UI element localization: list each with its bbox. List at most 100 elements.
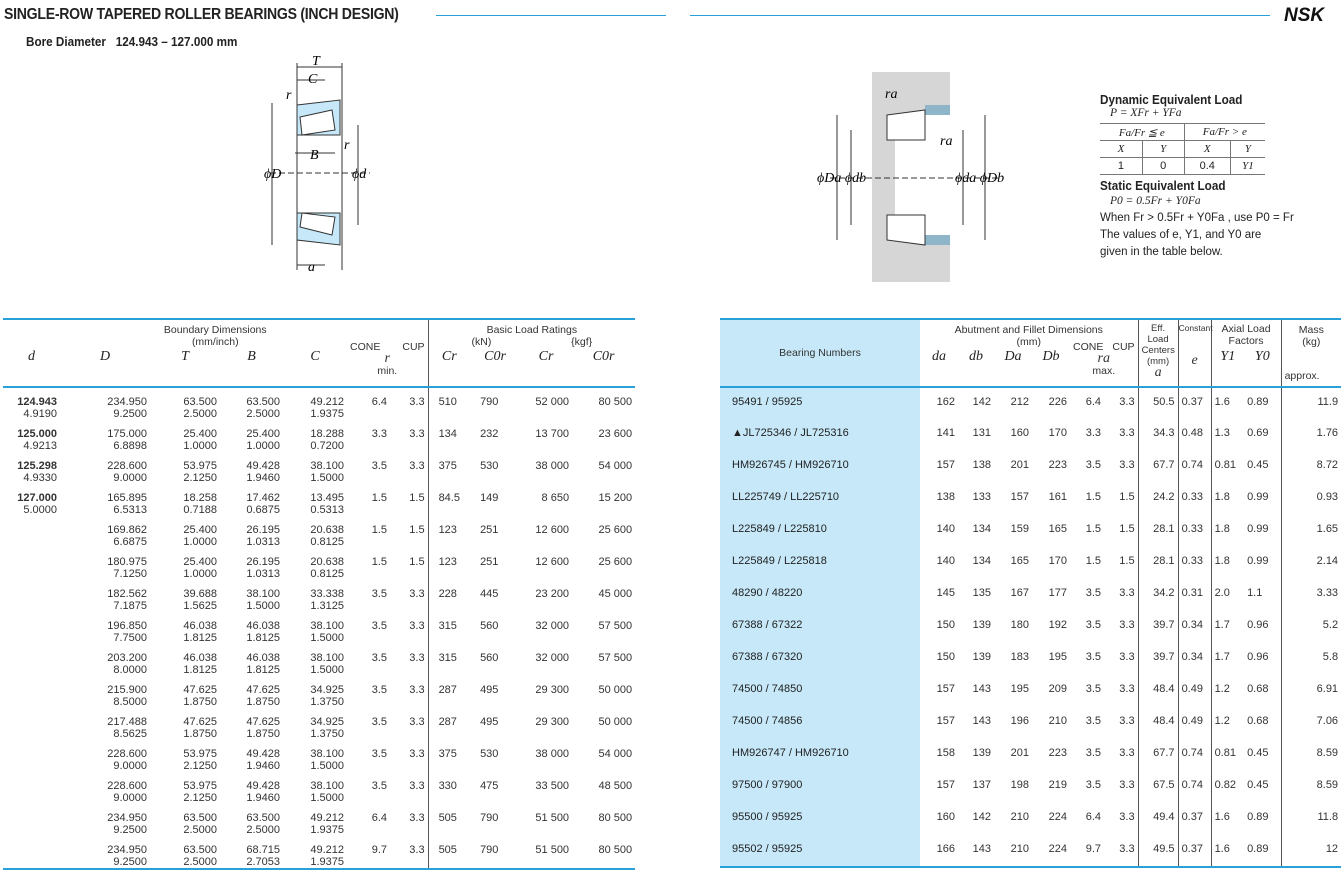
cr-kn: 330 bbox=[438, 780, 457, 792]
mounting-diagram: ra ra ϕDa ϕdb ϕda ϕDb bbox=[817, 72, 1004, 282]
col-D: D bbox=[60, 349, 150, 388]
col-Y0: Y0 bbox=[1244, 349, 1282, 388]
r-cone: 1.5 bbox=[371, 524, 387, 536]
T-mm: 46.038 bbox=[183, 620, 217, 632]
cr-kn: 84.5 bbox=[438, 492, 460, 504]
da: 140 bbox=[936, 523, 955, 535]
C-inch: 1.5000 bbox=[310, 792, 344, 804]
B-mm: 38.100 bbox=[246, 588, 280, 600]
a: 28.1 bbox=[1137, 515, 1179, 547]
col-da: da bbox=[920, 349, 958, 388]
mass: 6.91 bbox=[1316, 683, 1339, 695]
r-cup: 3.3 bbox=[390, 387, 429, 420]
col-a: a bbox=[1154, 365, 1162, 380]
db: 137 bbox=[972, 779, 991, 791]
B-inch: 2.5000 bbox=[246, 824, 280, 836]
bearing-number: 97500 / 97900 bbox=[720, 771, 920, 803]
bearing-numbers-table: Bearing Numbers Abutment and Fillet Dime… bbox=[720, 318, 1342, 868]
B-mm: 26.195 bbox=[246, 556, 280, 568]
Da: 212 bbox=[1010, 396, 1029, 408]
a: 49.5 bbox=[1137, 835, 1179, 867]
Y1: 1.3 bbox=[1214, 427, 1230, 439]
B-inch: 2.7053 bbox=[246, 856, 280, 868]
r-cup: 3.3 bbox=[390, 708, 429, 740]
label-T: T bbox=[312, 55, 321, 69]
mass: 7.06 bbox=[1316, 715, 1339, 727]
B-mm: 46.038 bbox=[246, 620, 280, 632]
e: 0.49 bbox=[1178, 707, 1212, 739]
Da: 201 bbox=[1010, 459, 1029, 471]
col-cone: CONE bbox=[350, 341, 381, 353]
ra-cup: 3.3 bbox=[1104, 643, 1139, 675]
da: 157 bbox=[936, 459, 955, 471]
B-mm: 49.428 bbox=[246, 460, 280, 472]
cr-kgf: 51 500 bbox=[535, 812, 570, 824]
da: 160 bbox=[936, 811, 955, 823]
col-r: r bbox=[384, 351, 390, 366]
ra-cone: 3.5 bbox=[1085, 715, 1101, 727]
B-mm: 63.500 bbox=[246, 396, 280, 408]
D-mm: 234.950 bbox=[107, 396, 147, 408]
B-inch: 1.0313 bbox=[246, 568, 280, 580]
ra-cup: 3.3 bbox=[1104, 675, 1139, 707]
Da: 195 bbox=[1010, 683, 1029, 695]
C-mm: 38.100 bbox=[310, 652, 344, 664]
T-inch: 1.8125 bbox=[183, 664, 217, 676]
r-cup: 3.3 bbox=[390, 452, 429, 484]
Y0: 0.68 bbox=[1244, 675, 1282, 707]
a: 24.2 bbox=[1137, 483, 1179, 515]
r-cone: 3.3 bbox=[371, 428, 387, 440]
Y1: 1.7 bbox=[1214, 619, 1230, 631]
cr-kn: 315 bbox=[438, 620, 457, 632]
r-cup: 3.3 bbox=[390, 836, 429, 869]
T-mm: 63.500 bbox=[183, 812, 217, 824]
C-inch: 1.3750 bbox=[310, 696, 344, 708]
static-load-equation: P0 = 0.5Fr + Y0Fa bbox=[1110, 195, 1201, 207]
Db: 192 bbox=[1048, 619, 1067, 631]
d-mm: 127.000 bbox=[17, 492, 57, 504]
c0r-kgf: 50 000 bbox=[598, 684, 633, 696]
x1: 1 bbox=[1100, 157, 1143, 175]
page-title: SINGLE-ROW TAPERED ROLLER BEARINGS (INCH… bbox=[4, 6, 399, 23]
col-Db: Db bbox=[1032, 349, 1070, 388]
e: 0.31 bbox=[1178, 579, 1212, 611]
Y1: 0.81 bbox=[1214, 459, 1236, 471]
cr-kgf: 12 600 bbox=[535, 556, 570, 568]
label-ra-2: ra bbox=[940, 134, 952, 149]
D-mm: 228.600 bbox=[107, 460, 147, 472]
r-cone: 1.5 bbox=[371, 556, 387, 568]
bearing-number: 95502 / 95925 bbox=[720, 835, 920, 867]
B-mm: 25.400 bbox=[246, 428, 280, 440]
approx-label: approx. bbox=[1284, 370, 1320, 382]
r-cup: 1.5 bbox=[390, 548, 429, 580]
ra-cup: 1.5 bbox=[1104, 547, 1139, 579]
Db: 177 bbox=[1048, 587, 1067, 599]
col-bearing-numbers: Bearing Numbers bbox=[720, 319, 920, 388]
Db: 224 bbox=[1048, 811, 1067, 823]
ra-cup: 3.3 bbox=[1104, 451, 1139, 483]
col-C0r: C0r bbox=[470, 349, 521, 388]
c0r-kgf: 54 000 bbox=[598, 748, 633, 760]
